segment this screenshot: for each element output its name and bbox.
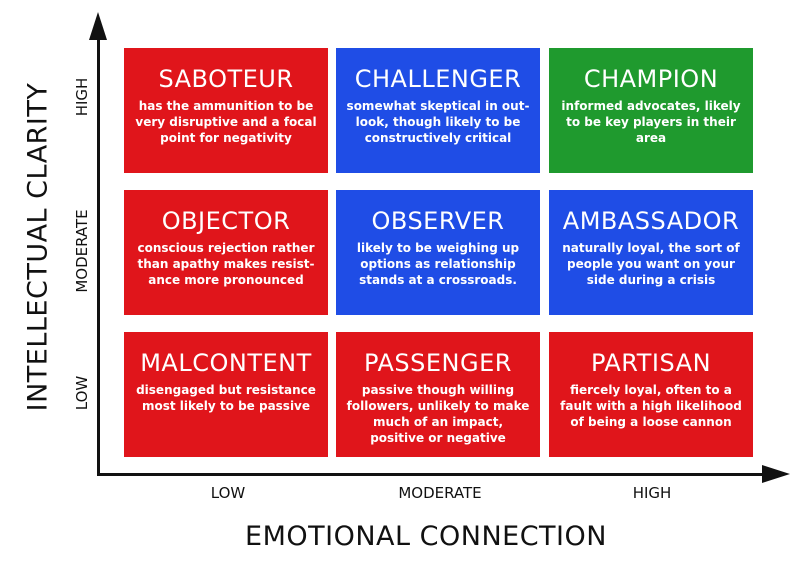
cell-ambassador: AMBASSADOR naturally loyal, the sort of … [549, 190, 753, 315]
cell-title: SABOTEUR [158, 65, 294, 93]
cell-description: likely to be weighing up options as rela… [356, 241, 520, 287]
cell-observer: OBSERVER likely to be weighing up option… [336, 190, 540, 315]
y-tick-low: LOW [73, 375, 91, 411]
cell-description: fiercely loyal, often to a fault with a … [560, 383, 742, 429]
cell-malcontent: MALCONTENT disengaged but resistance mos… [124, 332, 328, 457]
cell-title: PARTISAN [590, 349, 712, 377]
y-tick-high: HIGH [73, 77, 91, 117]
cell-description: somewhat skeptical in out-look, though l… [346, 99, 530, 145]
y-axis-arrow-icon [89, 12, 107, 40]
x-tick-low: LOW [210, 484, 246, 502]
cell-description: conscious rejection rather than apathy m… [137, 241, 315, 287]
cell-champion: CHAMPION informed advocates, likely to b… [549, 48, 753, 173]
cell-title: CHALLENGER [354, 65, 522, 93]
cell-description: has the ammunition to be very disruptive… [135, 99, 317, 145]
x-axis-arrow-icon [762, 465, 790, 483]
cell-description: informed advocates, likely to be key pla… [561, 99, 741, 145]
cell-passenger: PASSENGER passive though willing followe… [336, 332, 540, 457]
cell-challenger: CHALLENGER somewhat skeptical in out-loo… [336, 48, 540, 173]
cell-title: CHAMPION [583, 65, 719, 93]
y-axis-line [97, 36, 100, 476]
cell-description: disengaged but resistance most likely to… [136, 383, 316, 413]
cell-title: PASSENGER [364, 349, 512, 377]
cell-title: AMBASSADOR [562, 207, 740, 235]
x-tick-high: HIGH [632, 484, 672, 502]
cell-objector: OBJECTOR conscious rejection rather than… [124, 190, 328, 315]
cell-partisan: PARTISAN fiercely loyal, often to a faul… [549, 332, 753, 457]
y-axis-title: INTELLECTUAL CLARITY [22, 82, 54, 412]
cell-title: MALCONTENT [140, 349, 312, 377]
x-axis-title: EMOTIONAL CONNECTION [245, 521, 607, 552]
cell-description: passive though willing followers, unlike… [346, 383, 530, 445]
x-tick-moderate: MODERATE [398, 484, 482, 502]
cell-title: OBSERVER [371, 207, 505, 235]
cell-title: OBJECTOR [161, 207, 291, 235]
cell-description: naturally loyal, the sort of people you … [562, 241, 740, 287]
cell-saboteur: SABOTEUR has the ammunition to be very d… [124, 48, 328, 173]
x-axis-line [97, 473, 765, 476]
y-tick-moderate: MODERATE [73, 209, 91, 293]
